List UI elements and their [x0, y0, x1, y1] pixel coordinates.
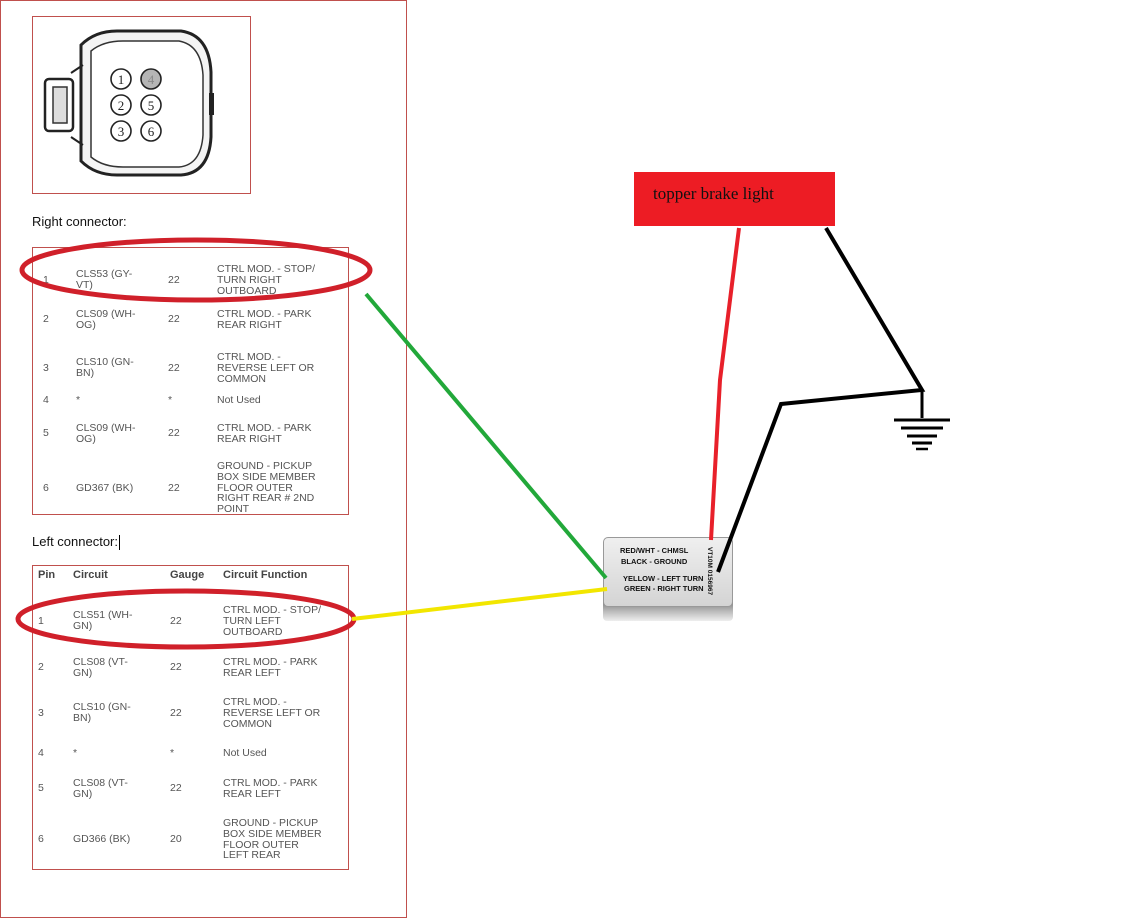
left-pin1-highlight-oval: [15, 588, 357, 650]
yellow-left-turn-wire: [351, 587, 608, 621]
module-green-label: GREEN - RIGHT TURN: [624, 584, 704, 593]
right-circuit-cell: GD367 (BK): [76, 481, 134, 494]
right-pin-cell: 6: [43, 481, 49, 494]
left-pin-cell: 5: [38, 782, 44, 795]
left-gauge-cell: 22: [170, 614, 182, 627]
left-connector-label: Left connector:: [32, 534, 120, 551]
module-red-label: RED/WHT - CHMSL: [620, 546, 689, 555]
left-header-circuit: Circuit: [73, 569, 108, 581]
left-pin-cell: 1: [38, 614, 44, 627]
left-pin-cell: 2: [38, 661, 44, 674]
red-brake-wire: [709, 227, 741, 541]
left-circuit-cell: *: [73, 747, 78, 759]
right-gauge-cell: 22: [168, 273, 180, 286]
left-gauge-cell: 22: [170, 782, 182, 795]
left-function-cell: Not Used: [223, 747, 267, 759]
left-circuit-cell: CLS10 (GN-BN): [73, 701, 131, 725]
topper-brake-light-label: topper brake light: [653, 184, 774, 203]
converter-module: RED/WHT - CHMSL BLACK - GROUND YELLOW - …: [601, 537, 736, 621]
wiring-reference-panel: [0, 0, 407, 918]
module-yellow-label: YELLOW - LEFT TURN: [623, 574, 704, 583]
right-connector-table: 1 CLS53 (GY-VT) 22 CTRL MOD. - STOP/TURN RI…: [32, 247, 349, 515]
right-circuit-cell: CLS10 (GN-BN): [76, 356, 134, 380]
right-gauge-cell: *: [168, 394, 173, 406]
left-pin-cell: 3: [38, 706, 44, 719]
left-circuit-cell: CLS51 (WH-GN): [73, 609, 133, 633]
right-gauge-cell: 22: [168, 427, 180, 440]
left-circuit-cell: CLS08 (VT-GN): [73, 777, 128, 800]
svg-text:3: 3: [118, 124, 125, 139]
left-connector-table: Pin Circuit Gauge Circuit Function 1 CLS51 (W…: [32, 565, 349, 870]
connector-pin-1: 1: [110, 68, 132, 90]
left-gauge-cell: 22: [170, 661, 182, 674]
right-gauge-cell: 22: [168, 481, 180, 494]
connector-pin-3: 3: [110, 120, 132, 142]
module-black-label: BLACK - GROUND: [621, 557, 688, 566]
topper-brake-light-box: topper brake light: [634, 172, 835, 226]
text-cursor: [119, 535, 120, 551]
right-connector-label: Right connector:: [32, 214, 127, 229]
right-gauge-cell: 22: [168, 361, 180, 374]
left-header-pin: Pin: [38, 569, 56, 581]
svg-text:2: 2: [118, 98, 125, 113]
green-right-turn-wire: [364, 292, 608, 580]
right-pin-cell: 4: [43, 394, 49, 406]
svg-text:1: 1: [118, 72, 125, 87]
left-circuit-cell: CLS08 (VT-GN): [73, 656, 128, 679]
connector-pin-6: 6: [140, 120, 162, 142]
svg-text:6: 6: [148, 124, 155, 139]
ground-symbol: [894, 390, 950, 451]
left-circuit-cell: GD366 (BK): [73, 833, 131, 846]
left-pin-cell: 4: [38, 747, 44, 759]
right-circuit-cell: *: [76, 394, 81, 406]
left-gauge-cell: *: [170, 747, 175, 759]
left-pin-cell: 6: [38, 833, 44, 846]
right-gauge-cell: 22: [168, 313, 180, 326]
right-circuit-cell: CLS53 (GY-VT): [76, 268, 133, 292]
connector-face-drawing: 1 4 2 5 3 6: [43, 29, 214, 177]
left-header-function: Circuit Function: [223, 569, 308, 581]
module-label-face: [603, 537, 733, 607]
left-gauge-cell: 20: [170, 833, 182, 846]
connector-pin-2: 2: [110, 94, 132, 116]
right-pin-cell: 2: [43, 313, 49, 326]
connector-pin-4: 4: [140, 68, 162, 90]
svg-text:4: 4: [148, 72, 155, 87]
right-circuit-cell: CLS09 (WH-OG): [76, 422, 136, 445]
right-pin-cell: 1: [43, 273, 49, 286]
right-function-cell: Not Used: [217, 394, 261, 406]
connector-face-image: 1 4 2 5 3 6: [32, 16, 251, 194]
right-pin-cell: 3: [43, 361, 49, 374]
right-circuit-cell: CLS09 (WH-OG): [76, 308, 136, 331]
black-ground-wire: [716, 226, 926, 573]
left-gauge-cell: 22: [170, 706, 182, 719]
connector-pin-5: 5: [140, 94, 162, 116]
right-pin1-highlight-oval: [19, 237, 373, 303]
left-header-gauge: Gauge: [170, 569, 205, 581]
right-pin-cell: 5: [43, 427, 49, 440]
svg-text:5: 5: [148, 98, 155, 113]
